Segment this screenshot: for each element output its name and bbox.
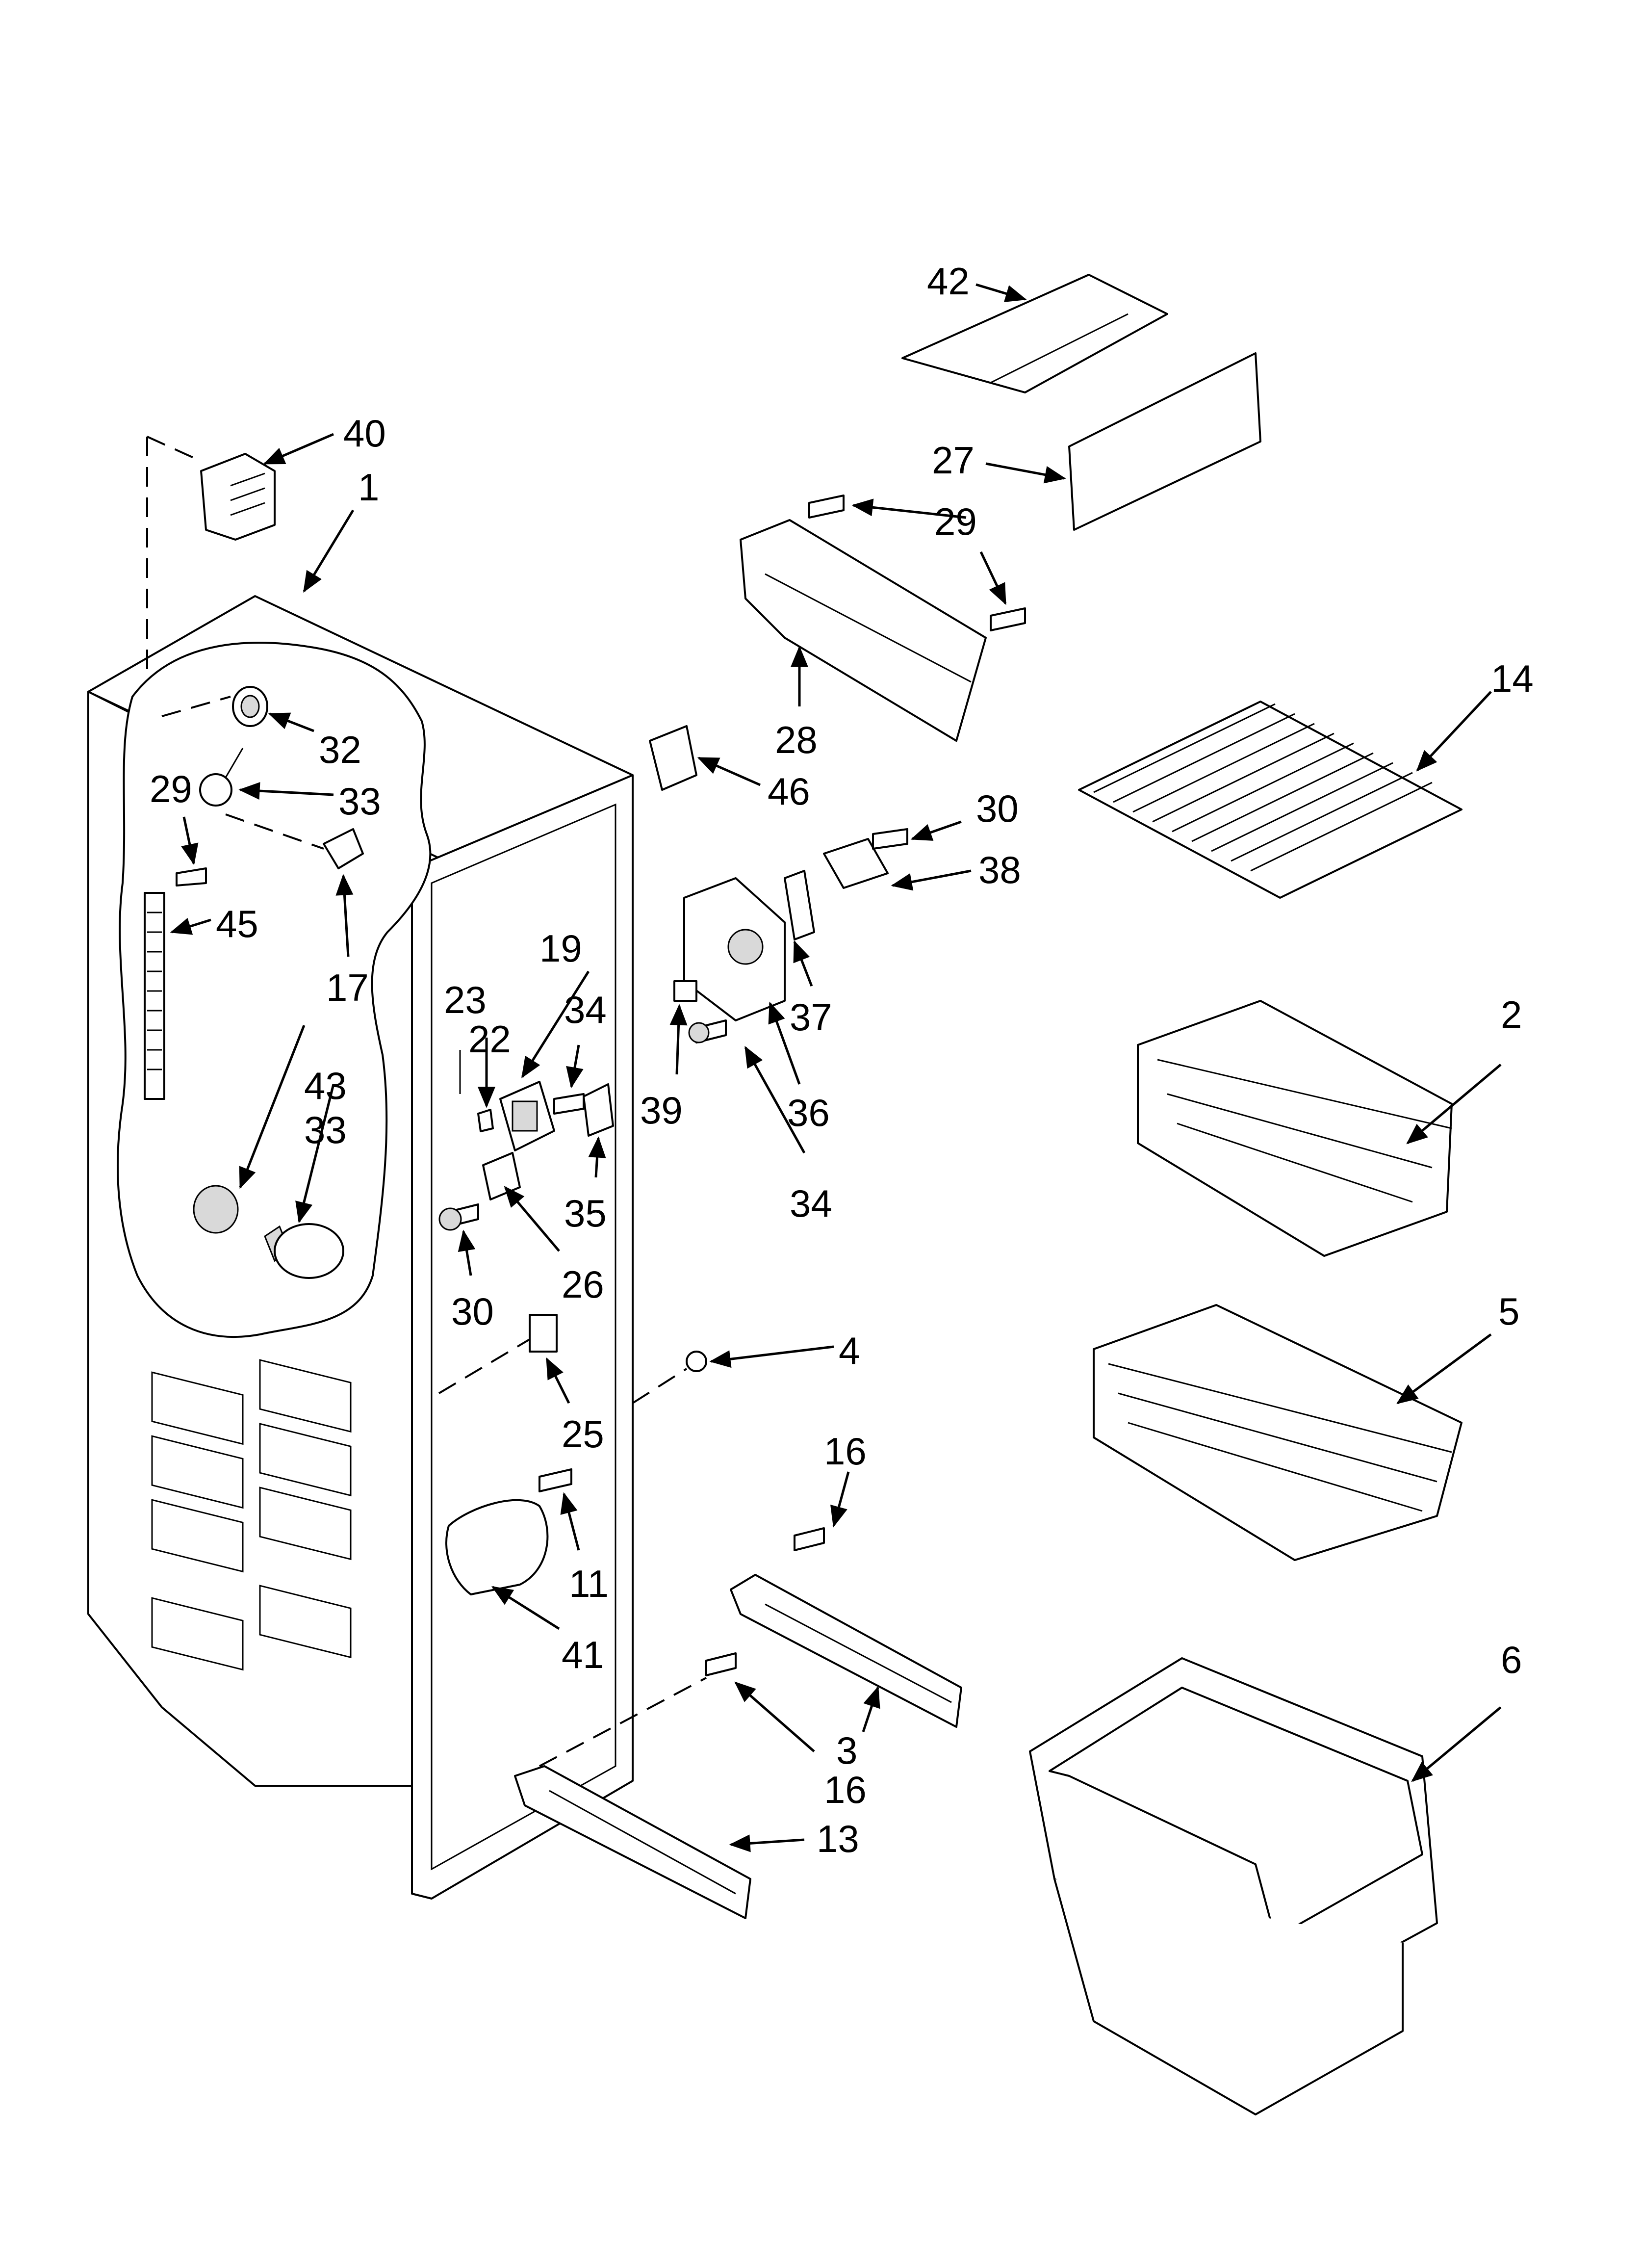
part-13-rail xyxy=(514,1765,751,1919)
part-17-clip xyxy=(323,828,364,869)
callout-33-top: 33 xyxy=(338,780,381,823)
part-19-housing xyxy=(499,1081,555,1151)
part-34-screw-a xyxy=(553,1093,585,1115)
part-38-board xyxy=(823,838,889,889)
callout-41: 41 xyxy=(562,1633,604,1676)
part-28-housing xyxy=(740,519,987,742)
callout-16-right: 16 xyxy=(824,1430,867,1473)
callout-17: 17 xyxy=(326,966,369,1009)
callout-42: 42 xyxy=(927,260,970,303)
callout-26: 26 xyxy=(562,1263,604,1306)
liner-vents xyxy=(151,1359,352,1671)
part-33-bulb-small xyxy=(199,748,244,807)
callout-39: 39 xyxy=(640,1089,683,1132)
callout-30-right: 30 xyxy=(976,787,1019,830)
callout-3: 3 xyxy=(836,1729,857,1772)
part-27-panel xyxy=(1068,352,1261,531)
part-22-23-switch xyxy=(459,1050,494,1132)
callout-22: 22 xyxy=(468,1017,511,1061)
part-2-wire-shelf xyxy=(1137,1000,1453,1257)
leader-lines xyxy=(170,283,1502,1852)
callout-46: 46 xyxy=(768,770,810,813)
callout-28: 28 xyxy=(775,718,818,761)
part-6-crisper-bin xyxy=(1029,1657,1438,2115)
callout-6: 6 xyxy=(1501,1638,1522,1681)
part-32-socket xyxy=(232,686,268,727)
part-16-screw-b xyxy=(705,1652,737,1676)
callout-29-left: 29 xyxy=(150,767,192,810)
light-bracket xyxy=(144,892,165,1100)
part-4-plug xyxy=(686,1351,707,1372)
part-30-screw-a xyxy=(438,1203,479,1231)
callout-1: 1 xyxy=(358,466,379,509)
callout-5: 5 xyxy=(1498,1290,1519,1333)
part-5-wire-shelf xyxy=(1093,1304,1462,1561)
callout-37: 37 xyxy=(790,995,832,1039)
callout-38: 38 xyxy=(978,848,1021,891)
callout-32: 32 xyxy=(319,728,361,771)
callout-30-left: 30 xyxy=(451,1290,494,1333)
callout-23: 23 xyxy=(444,978,487,1021)
callout-45: 45 xyxy=(216,902,258,945)
part-40-clip xyxy=(200,453,276,541)
part-30-screw-b xyxy=(872,828,908,850)
callout-16-bottom: 16 xyxy=(824,1768,867,1811)
part-25-connector xyxy=(529,1314,558,1353)
part-29-screw-top2 xyxy=(990,607,1026,631)
part-35-clip xyxy=(583,1083,614,1137)
part-37-bracket xyxy=(784,870,815,940)
callout-4: 4 xyxy=(839,1329,860,1372)
part-43-socket xyxy=(193,1185,239,1234)
callout-14: 14 xyxy=(1491,657,1534,700)
callout-25: 25 xyxy=(562,1412,604,1456)
callout-29-top: 29 xyxy=(934,500,977,543)
callout-43: 43 xyxy=(304,1064,347,1107)
part-39-knob xyxy=(673,980,697,1002)
part-16-screw-a xyxy=(794,1527,825,1551)
callout-36: 36 xyxy=(787,1091,830,1134)
part-46-bracket xyxy=(649,725,697,791)
part-41-lamp-shield xyxy=(445,1499,549,1595)
callout-labels: 40 1 32 33 29 45 17 43 33 19 23 22 34 35… xyxy=(150,260,1534,1860)
part-29-screw-left xyxy=(176,867,207,886)
part-34-screw-b xyxy=(688,1019,727,1043)
callout-35: 35 xyxy=(564,1192,607,1235)
part-11-screw xyxy=(539,1468,572,1492)
callout-11: 11 xyxy=(569,1562,609,1605)
callout-40: 40 xyxy=(343,412,386,455)
callout-34-left: 34 xyxy=(564,988,607,1031)
callout-13: 13 xyxy=(817,1817,859,1860)
part-42-cover xyxy=(901,274,1168,393)
callout-19: 19 xyxy=(539,927,582,970)
callout-2: 2 xyxy=(1501,993,1522,1036)
callout-27: 27 xyxy=(932,439,975,482)
part-33-bulb xyxy=(264,1223,344,1279)
part-14-shelf xyxy=(1078,701,1462,899)
part-29-screw-top xyxy=(808,495,845,519)
part-3-rail xyxy=(730,1574,962,1728)
part-36-housing xyxy=(683,877,786,1021)
callout-34-right: 34 xyxy=(790,1182,832,1225)
callout-33-bottom: 33 xyxy=(304,1108,347,1151)
